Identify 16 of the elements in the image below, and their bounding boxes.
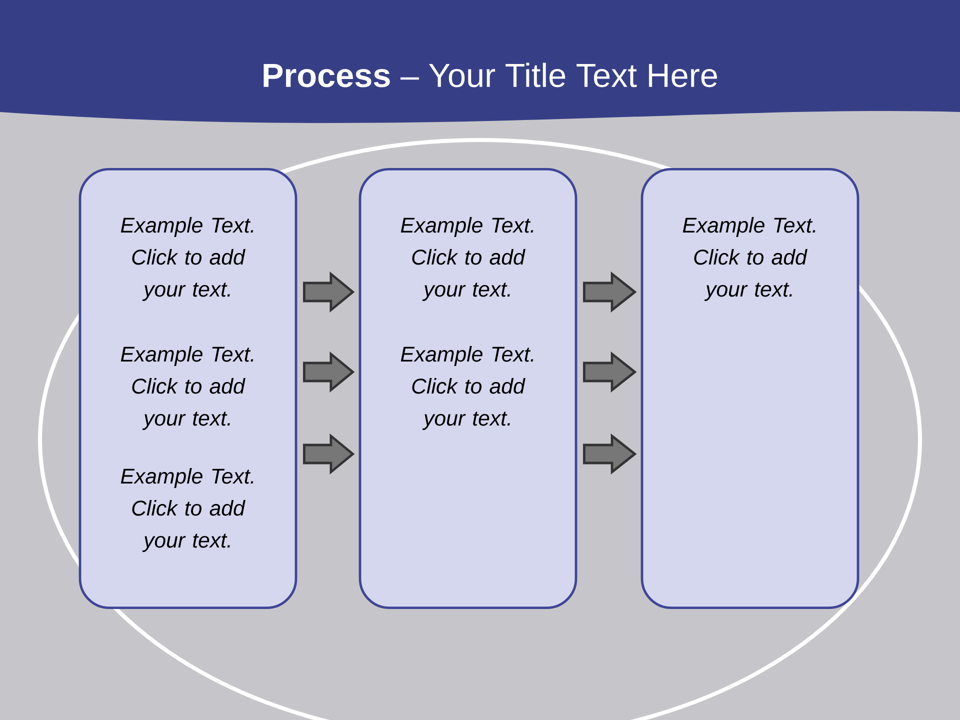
block-arrow [583,352,637,392]
block-arrow [583,272,637,312]
box-text: Example Text. Click to add your text. [120,346,254,430]
box-text: Example Text. Click to add your text. [120,217,254,301]
block-arrow [303,433,355,475]
process-box [640,168,860,610]
box-text: Example Text. Click to add your text. [400,346,534,430]
block-arrow [303,271,355,313]
title: Process – Your Title Text Here [264,62,717,88]
process-box [78,168,298,610]
box-text: Example Text. Click to add your text. [682,217,816,301]
process-box [358,168,578,610]
block-arrow [583,434,637,474]
box-text: Example Text. Click to add your text. [400,217,534,301]
block-arrow [303,351,355,393]
box-text: Example Text. Click to add your text. [120,468,254,552]
